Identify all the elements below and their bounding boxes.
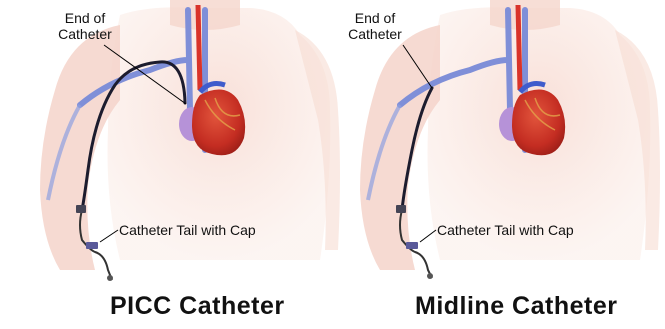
- midline-heart: [512, 90, 565, 156]
- midline-title: Midline Catheter: [415, 292, 617, 321]
- picc-end-label-line2: Catheter: [52, 26, 118, 42]
- midline-tail-hub: [406, 242, 418, 249]
- midline-artery: [518, 5, 520, 90]
- midline-end-label: End of Catheter: [342, 10, 408, 42]
- picc-tail-clamp: [76, 205, 86, 213]
- midline-end-label-line2: Catheter: [342, 26, 408, 42]
- picc-artery: [198, 5, 200, 90]
- picc-tail-label: Catheter Tail with Cap: [119, 222, 256, 238]
- midline-tail-clamp: [396, 205, 406, 213]
- picc-title: PICC Catheter: [110, 292, 285, 321]
- midline-tail-leader: [420, 230, 436, 242]
- picc-tail-hub: [86, 242, 98, 249]
- picc-tail-cap: [107, 275, 113, 281]
- midline-end-label-line1: End of: [342, 10, 408, 26]
- picc-end-label: End of Catheter: [52, 10, 118, 42]
- midline-tail-label: Catheter Tail with Cap: [437, 222, 574, 238]
- picc-heart: [192, 90, 245, 156]
- picc-end-label-line1: End of: [52, 10, 118, 26]
- midline-tail-cap: [427, 273, 433, 279]
- picc-figure: [40, 0, 340, 281]
